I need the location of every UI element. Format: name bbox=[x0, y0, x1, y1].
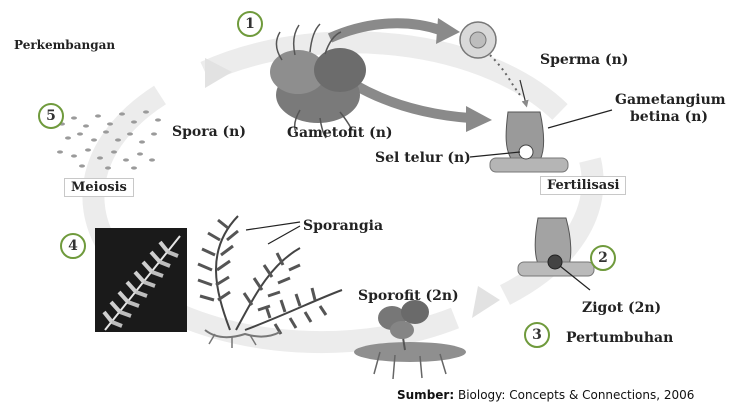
label-gametangium: Gametangium bbox=[615, 92, 726, 108]
label-perkembangan: Perkembangan bbox=[14, 38, 115, 52]
source-credit: Sumber: Biology: Concepts & Connections,… bbox=[397, 388, 694, 402]
step-1-badge: 1 bbox=[237, 11, 263, 37]
cycle-arrowhead-bottom-right bbox=[472, 286, 500, 318]
label-gametangium-betina: betina (n) bbox=[630, 109, 708, 125]
step-2-badge: 2 bbox=[590, 245, 616, 271]
arrow-to-archegonium bbox=[355, 85, 470, 118]
source-text: Biology: Concepts & Connections, 2006 bbox=[454, 388, 694, 402]
label-sporofit: Sporofit (2n) bbox=[358, 288, 459, 304]
label-spora: Spora (n) bbox=[172, 124, 246, 140]
arrow-to-antheridium-head bbox=[436, 18, 460, 44]
label-gametofit: Gametofit (n) bbox=[287, 125, 393, 141]
label-pertumbuhan: Pertumbuhan bbox=[566, 330, 673, 346]
label-sel-telur: Sel telur (n) bbox=[375, 150, 471, 166]
label-fertilisasi: Fertilisasi bbox=[540, 176, 626, 195]
label-sperma: Sperma (n) bbox=[540, 52, 628, 68]
label-meiosis: Meiosis bbox=[64, 178, 134, 197]
arrow-to-archegonium-head bbox=[466, 106, 492, 132]
step-3-badge: 3 bbox=[524, 322, 550, 348]
label-zigot: Zigot (2n) bbox=[582, 300, 661, 316]
step-5-badge: 5 bbox=[38, 103, 64, 129]
label-sporangia: Sporangia bbox=[303, 218, 383, 234]
fern-photo bbox=[95, 228, 187, 332]
step-4-badge: 4 bbox=[60, 233, 86, 259]
source-prefix: Sumber: bbox=[397, 388, 454, 402]
